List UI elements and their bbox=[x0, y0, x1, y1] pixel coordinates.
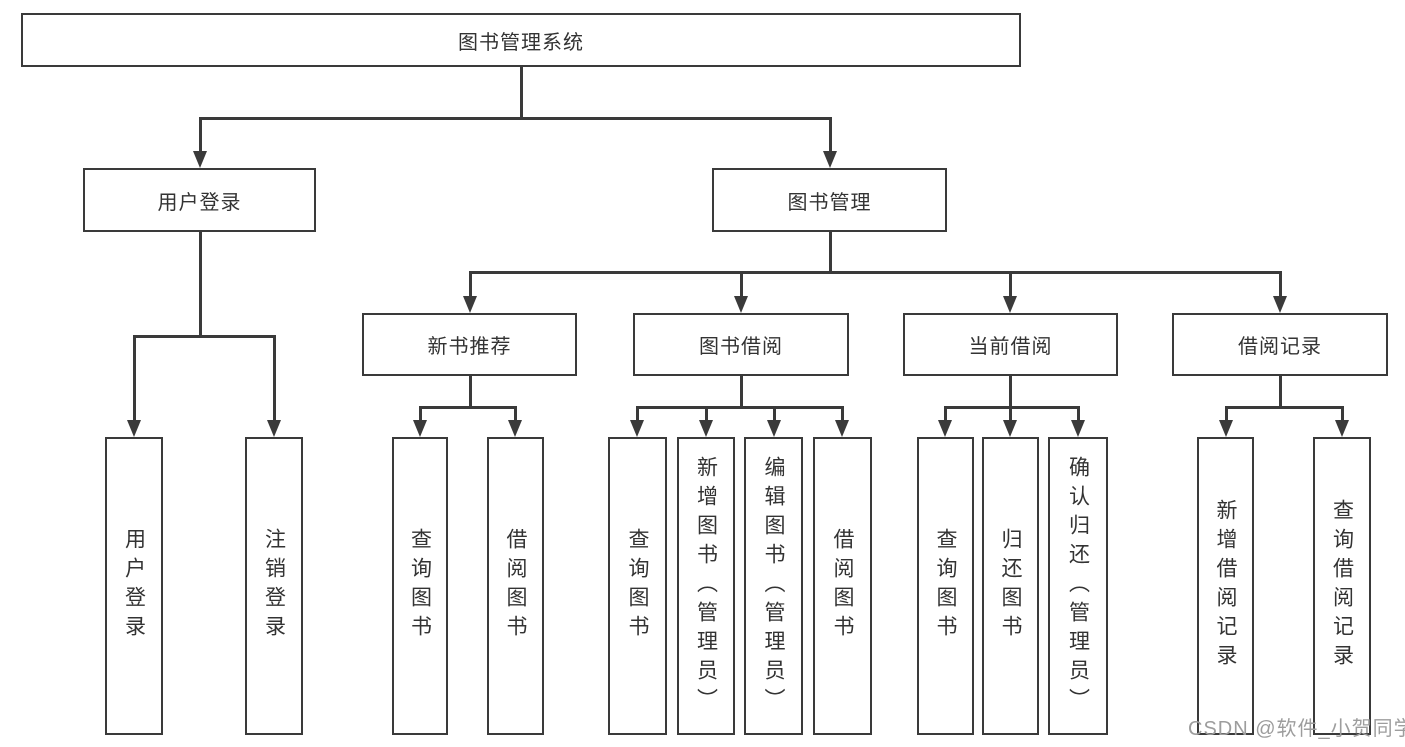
connector-newbook-rail bbox=[419, 406, 517, 409]
leaf-query-books-1: 查询图书 bbox=[392, 437, 448, 735]
leaf-add-borrow-record: 新增借阅记录 bbox=[1197, 437, 1254, 735]
leaf-add-book-admin: 新增图书（管理员） bbox=[677, 437, 735, 735]
leaf-borrow-books-2: 借阅图书 bbox=[813, 437, 872, 735]
connector-to-leaf bbox=[841, 406, 844, 421]
node-book-borrow: 图书借阅 bbox=[633, 313, 849, 376]
leaf-edit-book-admin-label: 编辑图书（管理员） bbox=[762, 455, 786, 717]
arrow-down-icon bbox=[699, 420, 713, 437]
arrow-down-icon bbox=[193, 151, 207, 168]
connector-to-borrow-records bbox=[1279, 271, 1282, 297]
leaf-confirm-return-admin-label: 确认归还（管理员） bbox=[1066, 455, 1090, 717]
connector-to-user-login bbox=[199, 117, 202, 153]
csdn-watermark: CSDN @软件_小贺同学 bbox=[1188, 718, 1405, 740]
leaf-confirm-return-admin: 确认归还（管理员） bbox=[1048, 437, 1108, 735]
leaf-borrow-books-1-label: 借阅图书 bbox=[504, 528, 528, 644]
connector-to-leaf bbox=[773, 406, 776, 421]
arrow-down-icon bbox=[1273, 296, 1287, 313]
connector-to-leaf bbox=[419, 406, 422, 421]
connector-user-login-rail bbox=[133, 335, 276, 338]
leaf-return-book-label: 归还图书 bbox=[999, 528, 1023, 644]
arrow-down-icon bbox=[1335, 420, 1349, 437]
leaf-logout-label: 注销登录 bbox=[262, 528, 286, 644]
leaf-borrow-books-1: 借阅图书 bbox=[487, 437, 544, 735]
connector-records-rail bbox=[1225, 406, 1344, 409]
leaf-query-books-2: 查询图书 bbox=[608, 437, 667, 735]
arrow-down-icon bbox=[835, 420, 849, 437]
connector-to-new-book bbox=[469, 271, 472, 297]
node-current-borrow: 当前借阅 bbox=[903, 313, 1118, 376]
leaf-add-borrow-record-label: 新增借阅记录 bbox=[1214, 499, 1238, 673]
arrow-down-icon bbox=[767, 420, 781, 437]
node-book-management: 图书管理 bbox=[712, 168, 947, 232]
connector-currentborrow-rail bbox=[944, 406, 1080, 409]
connector-newbook-stem bbox=[469, 376, 472, 408]
node-borrow-records: 借阅记录 bbox=[1172, 313, 1388, 376]
connector-to-book-borrow bbox=[740, 271, 743, 297]
connector-to-leaf-user-login bbox=[133, 335, 136, 421]
leaf-query-books-1-label: 查询图书 bbox=[408, 528, 432, 644]
connector-book-mgmt-rail bbox=[469, 271, 1281, 274]
connector-root-stem bbox=[520, 67, 523, 119]
arrow-down-icon bbox=[938, 420, 952, 437]
connector-to-leaf bbox=[705, 406, 708, 421]
arrow-down-icon bbox=[1071, 420, 1085, 437]
arrow-down-icon bbox=[1003, 296, 1017, 313]
connector-to-book-management bbox=[829, 117, 832, 153]
connector-bookborrow-rail bbox=[636, 406, 844, 409]
arrow-down-icon bbox=[630, 420, 644, 437]
leaf-user-login: 用户登录 bbox=[105, 437, 163, 735]
connector-bookborrow-stem bbox=[740, 376, 743, 408]
connector-to-leaf bbox=[1077, 406, 1080, 421]
leaf-return-book: 归还图书 bbox=[982, 437, 1039, 735]
node-user-login-branch: 用户登录 bbox=[83, 168, 316, 232]
leaf-edit-book-admin: 编辑图书（管理员） bbox=[744, 437, 803, 735]
connector-to-leaf bbox=[636, 406, 639, 421]
leaf-add-book-admin-label: 新增图书（管理员） bbox=[694, 455, 718, 717]
node-new-book-recommend: 新书推荐 bbox=[362, 313, 577, 376]
arrow-down-icon bbox=[127, 420, 141, 437]
arrow-down-icon bbox=[463, 296, 477, 313]
arrow-down-icon bbox=[413, 420, 427, 437]
connector-records-stem bbox=[1279, 376, 1282, 408]
connector-to-leaf bbox=[1009, 406, 1012, 421]
arrow-down-icon bbox=[1003, 420, 1017, 437]
connector-to-leaf bbox=[944, 406, 947, 421]
leaf-logout: 注销登录 bbox=[245, 437, 303, 735]
node-root: 图书管理系统 bbox=[21, 13, 1021, 67]
connector-to-leaf bbox=[514, 406, 517, 421]
leaf-query-books-2-label: 查询图书 bbox=[626, 528, 650, 644]
leaf-query-books-3-label: 查询图书 bbox=[934, 528, 958, 644]
leaf-query-borrow-record: 查询借阅记录 bbox=[1313, 437, 1371, 735]
connector-to-leaf-logout bbox=[273, 335, 276, 421]
connector-currentborrow-stem bbox=[1009, 376, 1012, 408]
arrow-down-icon bbox=[823, 151, 837, 168]
connector-user-login-stem bbox=[199, 232, 202, 338]
arrow-down-icon bbox=[1219, 420, 1233, 437]
connector-to-leaf bbox=[1225, 406, 1228, 421]
arrow-down-icon bbox=[734, 296, 748, 313]
leaf-query-borrow-record-label: 查询借阅记录 bbox=[1330, 499, 1354, 673]
leaf-query-books-3: 查询图书 bbox=[917, 437, 974, 735]
arrow-down-icon bbox=[508, 420, 522, 437]
connector-to-current-borrow bbox=[1009, 271, 1012, 297]
leaf-user-login-label: 用户登录 bbox=[122, 528, 146, 644]
connector-root-rail bbox=[199, 117, 832, 120]
arrow-down-icon bbox=[267, 420, 281, 437]
leaf-borrow-books-2-label: 借阅图书 bbox=[831, 528, 855, 644]
connector-to-leaf bbox=[1341, 406, 1344, 421]
connector-book-mgmt-stem bbox=[829, 232, 832, 273]
